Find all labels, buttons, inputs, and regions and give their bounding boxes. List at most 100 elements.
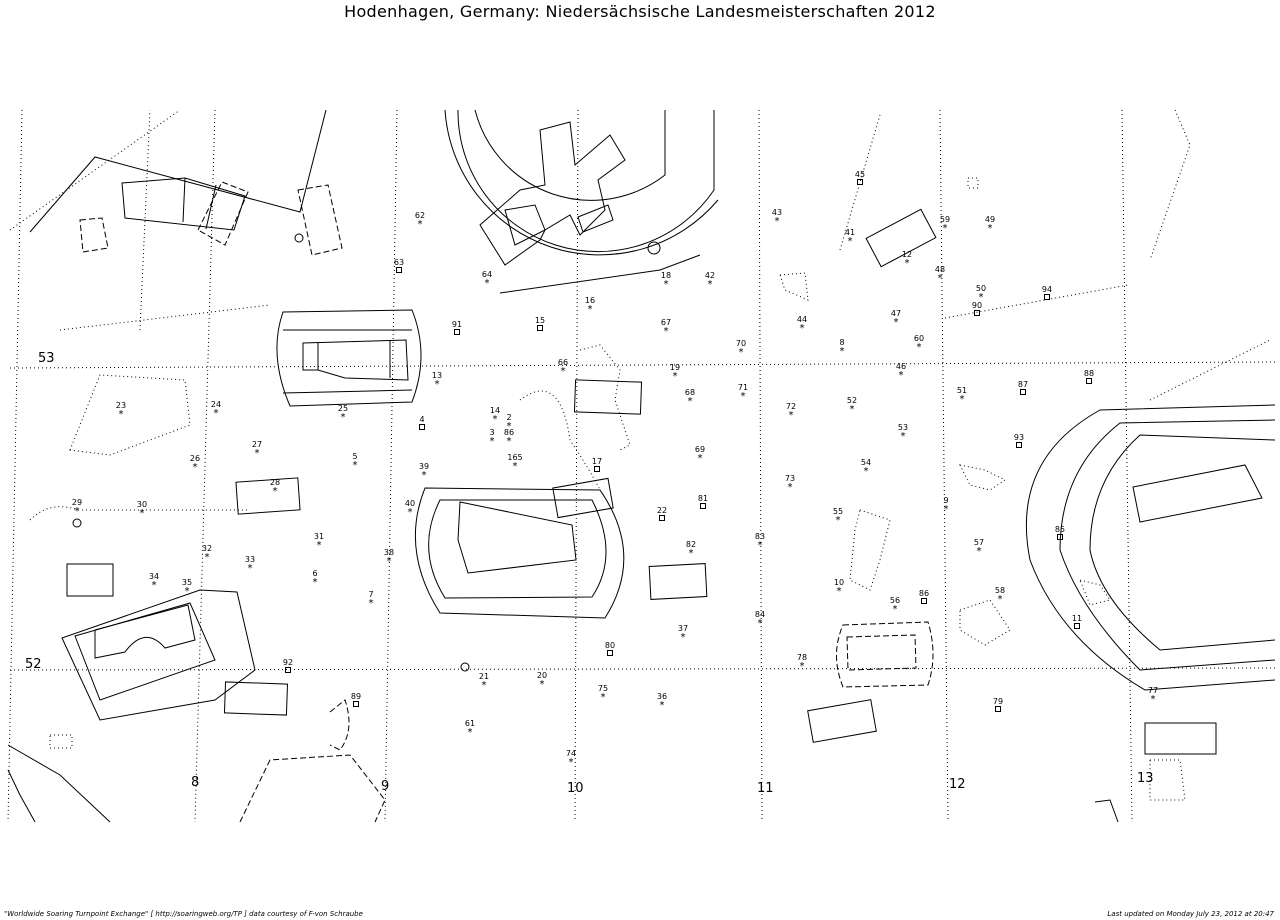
control-point: *19 (670, 363, 680, 382)
control-label: 60 (914, 334, 924, 343)
control-label: 10 (834, 578, 844, 587)
grid-row-label: 53 (38, 351, 55, 366)
control-label: 37 (678, 624, 688, 633)
control-point: *73 (785, 474, 795, 493)
control-point: *52 (847, 396, 857, 415)
grid-col-label: 10 (567, 781, 584, 796)
control-marker-star: * (837, 586, 842, 597)
control-point: *10 (834, 578, 844, 597)
control-label: 38 (384, 548, 394, 557)
control-label: 20 (537, 671, 547, 680)
control-point: *40 (405, 499, 415, 518)
control-label: 58 (995, 586, 1005, 595)
control-marker-star: * (775, 216, 780, 227)
control-label: 94 (1042, 285, 1052, 294)
control-label: 72 (786, 402, 796, 411)
control-point: *43 (772, 208, 782, 227)
control-point: 17 (592, 457, 602, 472)
grid-labels: 53 52 8 9 10 11 12 13 (25, 351, 1154, 796)
grid-row-label: 52 (25, 657, 42, 672)
control-marker-star: * (490, 436, 495, 447)
control-label: 81 (698, 494, 708, 503)
control-marker-star: * (758, 540, 763, 551)
control-marker-star: * (739, 347, 744, 358)
control-point: *49 (985, 215, 995, 234)
control-label: 44 (797, 315, 807, 324)
control-label: 30 (137, 500, 147, 509)
control-label: 34 (149, 572, 159, 581)
control-label: 71 (738, 383, 748, 392)
control-label: 26 (190, 454, 200, 463)
control-point: 11 (1072, 614, 1082, 629)
control-marker-star: * (317, 540, 322, 551)
control-point: *66 (558, 358, 568, 377)
control-marker-star: * (788, 482, 793, 493)
control-point: *42 (705, 271, 715, 290)
control-label: 21 (479, 672, 489, 681)
control-label: 69 (695, 445, 705, 454)
control-marker-star: * (977, 546, 982, 557)
control-point: *57 (974, 538, 984, 557)
control-point: *36 (657, 692, 667, 711)
control-label: 51 (957, 386, 967, 395)
control-marker-star: * (561, 366, 566, 377)
control-label: 85 (1055, 525, 1065, 534)
control-marker-star: * (998, 594, 1003, 605)
control-marker-star: * (540, 679, 545, 690)
control-marker-box (659, 515, 665, 521)
control-marker-box (607, 650, 613, 656)
control-marker-star: * (185, 586, 190, 597)
control-marker-star: * (979, 292, 984, 303)
control-point: *14 (490, 406, 500, 425)
control-point: *5 (352, 452, 357, 471)
control-label: 7 (368, 590, 373, 599)
control-point: *55 (833, 507, 843, 526)
control-marker-box (1044, 294, 1050, 300)
control-point: *28 (270, 478, 280, 497)
control-label: 57 (974, 538, 984, 547)
control-label: 16 (585, 296, 595, 305)
control-point: *50 (976, 284, 986, 303)
control-label: 74 (566, 749, 576, 758)
control-marker-star: * (601, 692, 606, 703)
control-label: 47 (891, 309, 901, 318)
grid-col-label: 8 (191, 775, 199, 790)
control-label: 88 (1084, 369, 1094, 378)
grid-col-label: 12 (949, 777, 966, 792)
control-point: *44 (797, 315, 807, 334)
control-point: 63 (394, 258, 404, 273)
control-marker-star: * (255, 448, 260, 459)
control-point: 81 (698, 494, 708, 509)
control-label: 86 (919, 589, 929, 598)
control-marker-star: * (485, 278, 490, 289)
control-marker-box (700, 503, 706, 509)
control-point: 4 (419, 415, 425, 430)
control-point: *39 (419, 462, 429, 481)
control-marker-star: * (660, 700, 665, 711)
control-marker-star: * (435, 379, 440, 390)
control-label: 17 (592, 457, 602, 466)
control-marker-box (1020, 389, 1026, 395)
control-label: 56 (890, 596, 900, 605)
control-label: 3 (489, 428, 494, 437)
control-label: 6 (312, 569, 317, 578)
control-point: *35 (182, 578, 192, 597)
control-point: *86 (504, 428, 514, 447)
control-marker-star: * (673, 371, 678, 382)
control-point: *6 (312, 569, 317, 588)
control-label: 63 (394, 258, 404, 267)
control-label: 84 (755, 610, 765, 619)
control-point: *18 (661, 271, 671, 290)
control-point: 88 (1084, 369, 1094, 384)
control-label: 9 (943, 496, 948, 505)
control-point: 85 (1055, 525, 1065, 540)
control-label: 80 (605, 641, 615, 650)
control-label: 29 (72, 498, 82, 507)
control-label: 42 (705, 271, 715, 280)
control-point: *60 (914, 334, 924, 353)
control-label: 13 (432, 371, 442, 380)
control-marker-box (396, 267, 402, 273)
control-point: *29 (72, 498, 82, 517)
control-label: 68 (685, 388, 695, 397)
